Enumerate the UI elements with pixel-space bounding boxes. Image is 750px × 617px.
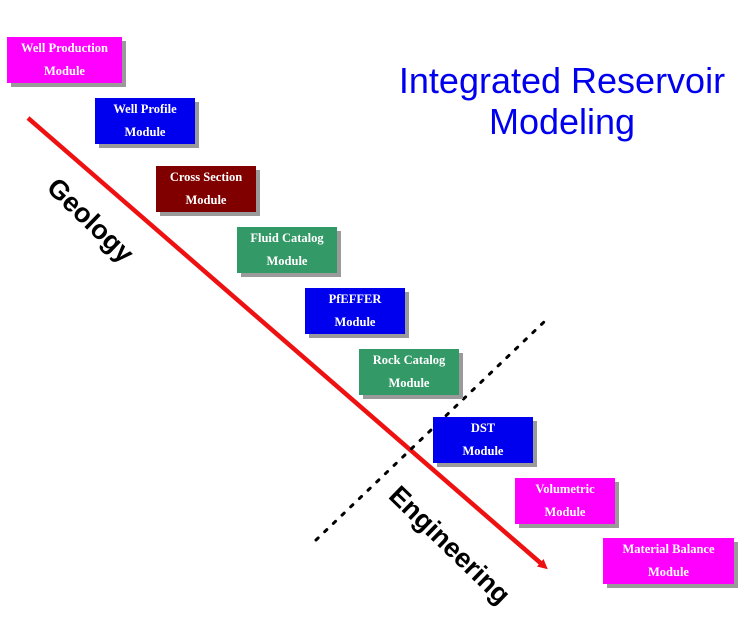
title-line-2: Modeling xyxy=(488,101,636,142)
dotted-divider-line xyxy=(314,319,547,542)
module-sublabel: Module xyxy=(648,565,689,579)
dst-module[interactable]: DST Module xyxy=(433,417,533,463)
module-label: Volumetric xyxy=(535,482,595,496)
fluid-catalog-module[interactable]: Fluid Catalog Module xyxy=(237,227,337,273)
diagram-title: Integrated Reservoir Modeling xyxy=(352,60,750,142)
module-sublabel: Module xyxy=(124,125,166,139)
module-label: PfEFFER xyxy=(328,292,382,306)
module-label: Cross Section xyxy=(169,170,243,184)
module-sublabel: Module xyxy=(462,444,504,458)
volumetric-module[interactable]: Volumetric Module xyxy=(515,478,615,524)
module-sublabel: Module xyxy=(44,64,85,78)
pfeffer-module[interactable]: PfEFFER Module xyxy=(305,288,405,334)
module-label: Fluid Catalog xyxy=(250,231,324,245)
cross-section-module[interactable]: Cross Section Module xyxy=(156,166,256,212)
well-production-module[interactable]: Well Production Module xyxy=(7,37,122,83)
module-sublabel: Module xyxy=(185,193,227,207)
module-sublabel: Module xyxy=(544,505,586,519)
geology-to-engineering-arrow xyxy=(26,116,548,570)
material-balance-module[interactable]: Material Balance Module xyxy=(603,538,734,584)
rock-catalog-module[interactable]: Rock Catalog Module xyxy=(359,349,459,395)
title-line-1: Integrated Reservoir xyxy=(398,60,726,101)
module-label: Material Balance xyxy=(622,542,715,556)
module-label: DST xyxy=(470,421,496,435)
module-label: Well Production xyxy=(21,41,108,55)
module-sublabel: Module xyxy=(334,315,376,329)
module-label: Rock Catalog xyxy=(372,353,446,367)
module-sublabel: Module xyxy=(388,376,430,390)
module-sublabel: Module xyxy=(266,254,308,268)
module-label: Well Profile xyxy=(113,102,177,116)
well-profile-module[interactable]: Well Profile Module xyxy=(95,98,195,144)
